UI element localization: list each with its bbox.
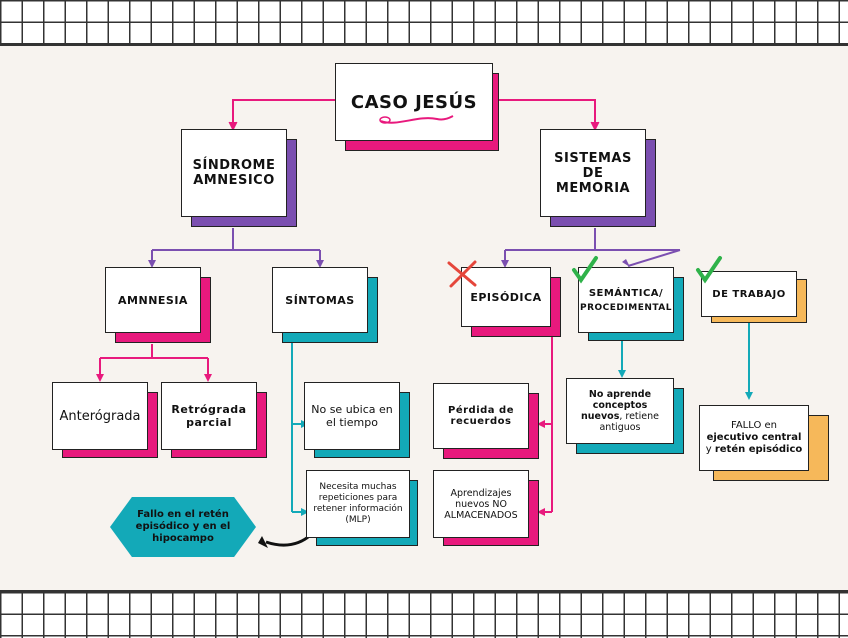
sintomas-title: SÍNTOMAS xyxy=(272,267,368,333)
sintoma-2-text: Necesita muchas repeticiones para retene… xyxy=(306,470,410,538)
episodica-2-text: Aprendizajes nuevos NO ALMACENADOS xyxy=(433,470,529,538)
grid-band-bottom xyxy=(0,590,848,638)
grid-band-top xyxy=(0,0,848,46)
callout-hexagon: Fallo en el retén episódico y en el hipo… xyxy=(110,497,256,557)
trabajo-note-bold1: ejecutivo central xyxy=(706,432,802,443)
semantica-note: No aprende conceptos nuevos, retiene ant… xyxy=(566,378,674,444)
episodica-1-text: Pérdida de recuerdos xyxy=(433,383,529,449)
sindrome-title: SÍNDROME AMNESICO xyxy=(181,129,287,217)
episodica-title: EPISÓDICA xyxy=(461,267,551,327)
trabajo-title: DE TRABAJO xyxy=(701,271,797,317)
trabajo-note: FALLO en ejecutivo central y retén episó… xyxy=(699,405,809,471)
retrograda-text: Retrógrada parcial xyxy=(161,382,257,450)
semantica-note-rest: , retiene antiguos xyxy=(599,411,659,433)
trabajo-note-mid: y xyxy=(705,444,715,455)
underline-squiggle xyxy=(379,115,454,124)
trabajo-note-bold2: retén episódico xyxy=(714,444,803,455)
amnesia-title: AMNNESIA xyxy=(105,267,201,333)
root-title: CASO JESÚS xyxy=(335,63,493,141)
red-x-icon xyxy=(447,260,477,288)
semantica-title-line2: PROCEDIMENTAL xyxy=(579,302,673,313)
trabajo-note-pre: FALLO en xyxy=(730,420,777,431)
semantica-title-line1: SEMÁNTICA/ xyxy=(588,287,664,299)
green-check-icon xyxy=(572,256,598,284)
sistemas-title: SISTEMAS DE MEMORIA xyxy=(540,129,646,217)
sintoma-1-text: No se ubica en el tiempo xyxy=(304,382,400,450)
anterograda-text: Anterógrada xyxy=(52,382,148,450)
green-check-icon-2 xyxy=(696,256,722,284)
semantica-note-bold: No aprende conceptos nuevos xyxy=(581,389,652,422)
semantica-title: SEMÁNTICA/ PROCEDIMENTAL xyxy=(578,267,674,333)
